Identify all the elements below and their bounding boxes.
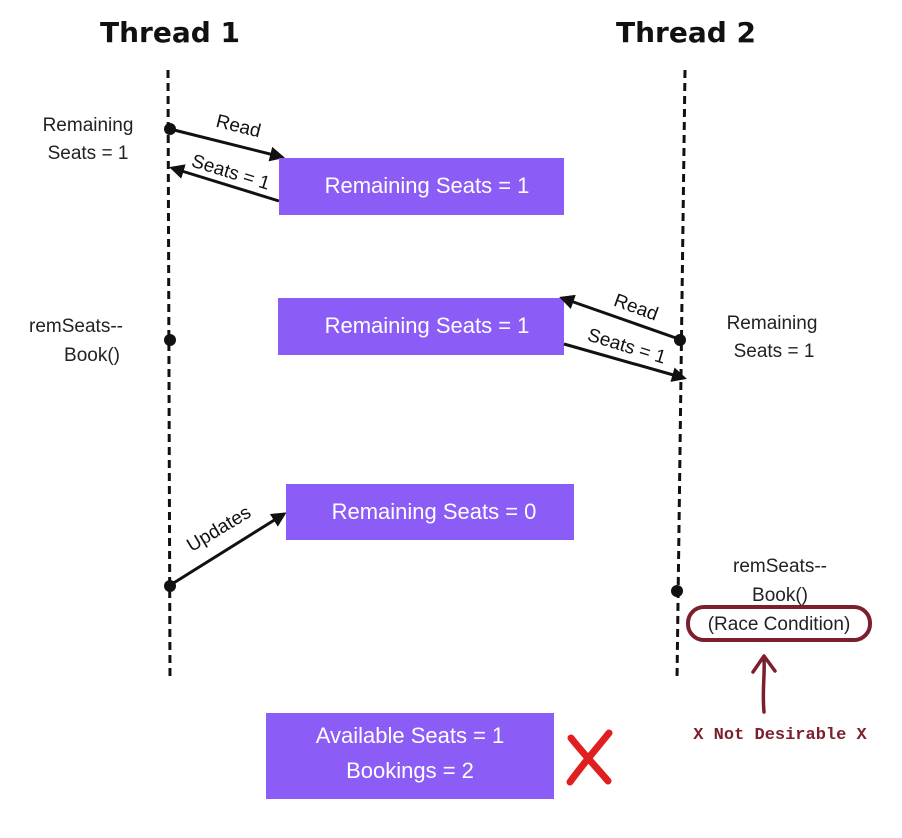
t2-remaining-label-line2: Seats = 1: [734, 341, 815, 362]
t2-read-arrow: [559, 294, 677, 340]
t2-return-arrow: [563, 342, 687, 382]
db-box-1: [279, 158, 564, 215]
db-box-3-text: Remaining Seats = 0: [332, 499, 537, 524]
thread1-header: Thread 1: [100, 16, 240, 49]
t1-decrement-label-line2: Book(): [64, 345, 120, 366]
t2-decrement-label-line2: Book(): [752, 585, 808, 606]
race-condition-highlight: [686, 605, 872, 642]
t2-read-label: Read: [611, 290, 661, 325]
t1-return-label: Seats = 1: [189, 151, 272, 195]
t1-remaining-label-line1: Remaining: [43, 115, 134, 136]
t1-update-arrow: [171, 512, 287, 586]
not-desirable-note: X Not Desirable X: [693, 726, 867, 745]
t2-decrement-label-line1: remSeats--: [733, 556, 827, 577]
up-arrow-icon: [751, 654, 777, 714]
db-box-2: [278, 298, 564, 355]
db-box-2-text: Remaining Seats = 1: [325, 313, 530, 338]
t2-read-point: [674, 334, 686, 346]
t2-decrement-point: [671, 585, 683, 597]
t1-decrement-point: [164, 334, 176, 346]
db-box-1-text: Remaining Seats = 1: [325, 173, 530, 198]
thread2-header: Thread 2: [616, 16, 756, 49]
t1-read-label: Read: [214, 111, 263, 142]
thread1-lifeline: [166, 69, 172, 681]
result-available-seats: Available Seats = 1: [316, 723, 505, 748]
t1-return-arrow: [169, 164, 280, 203]
red-cross-icon: [566, 729, 613, 786]
race-condition-label: (Race Condition): [708, 614, 851, 635]
result-box: [266, 713, 554, 799]
t2-remaining-label-line1: Remaining: [727, 313, 818, 334]
t1-update-label: Updates: [183, 502, 254, 556]
db-box-3: [286, 484, 574, 540]
result-bookings: Bookings = 2: [346, 758, 474, 783]
t1-remaining-label-line2: Seats = 1: [48, 143, 129, 164]
t1-decrement-label-line1: remSeats--: [29, 316, 123, 337]
t1-read-arrow: [169, 127, 285, 162]
